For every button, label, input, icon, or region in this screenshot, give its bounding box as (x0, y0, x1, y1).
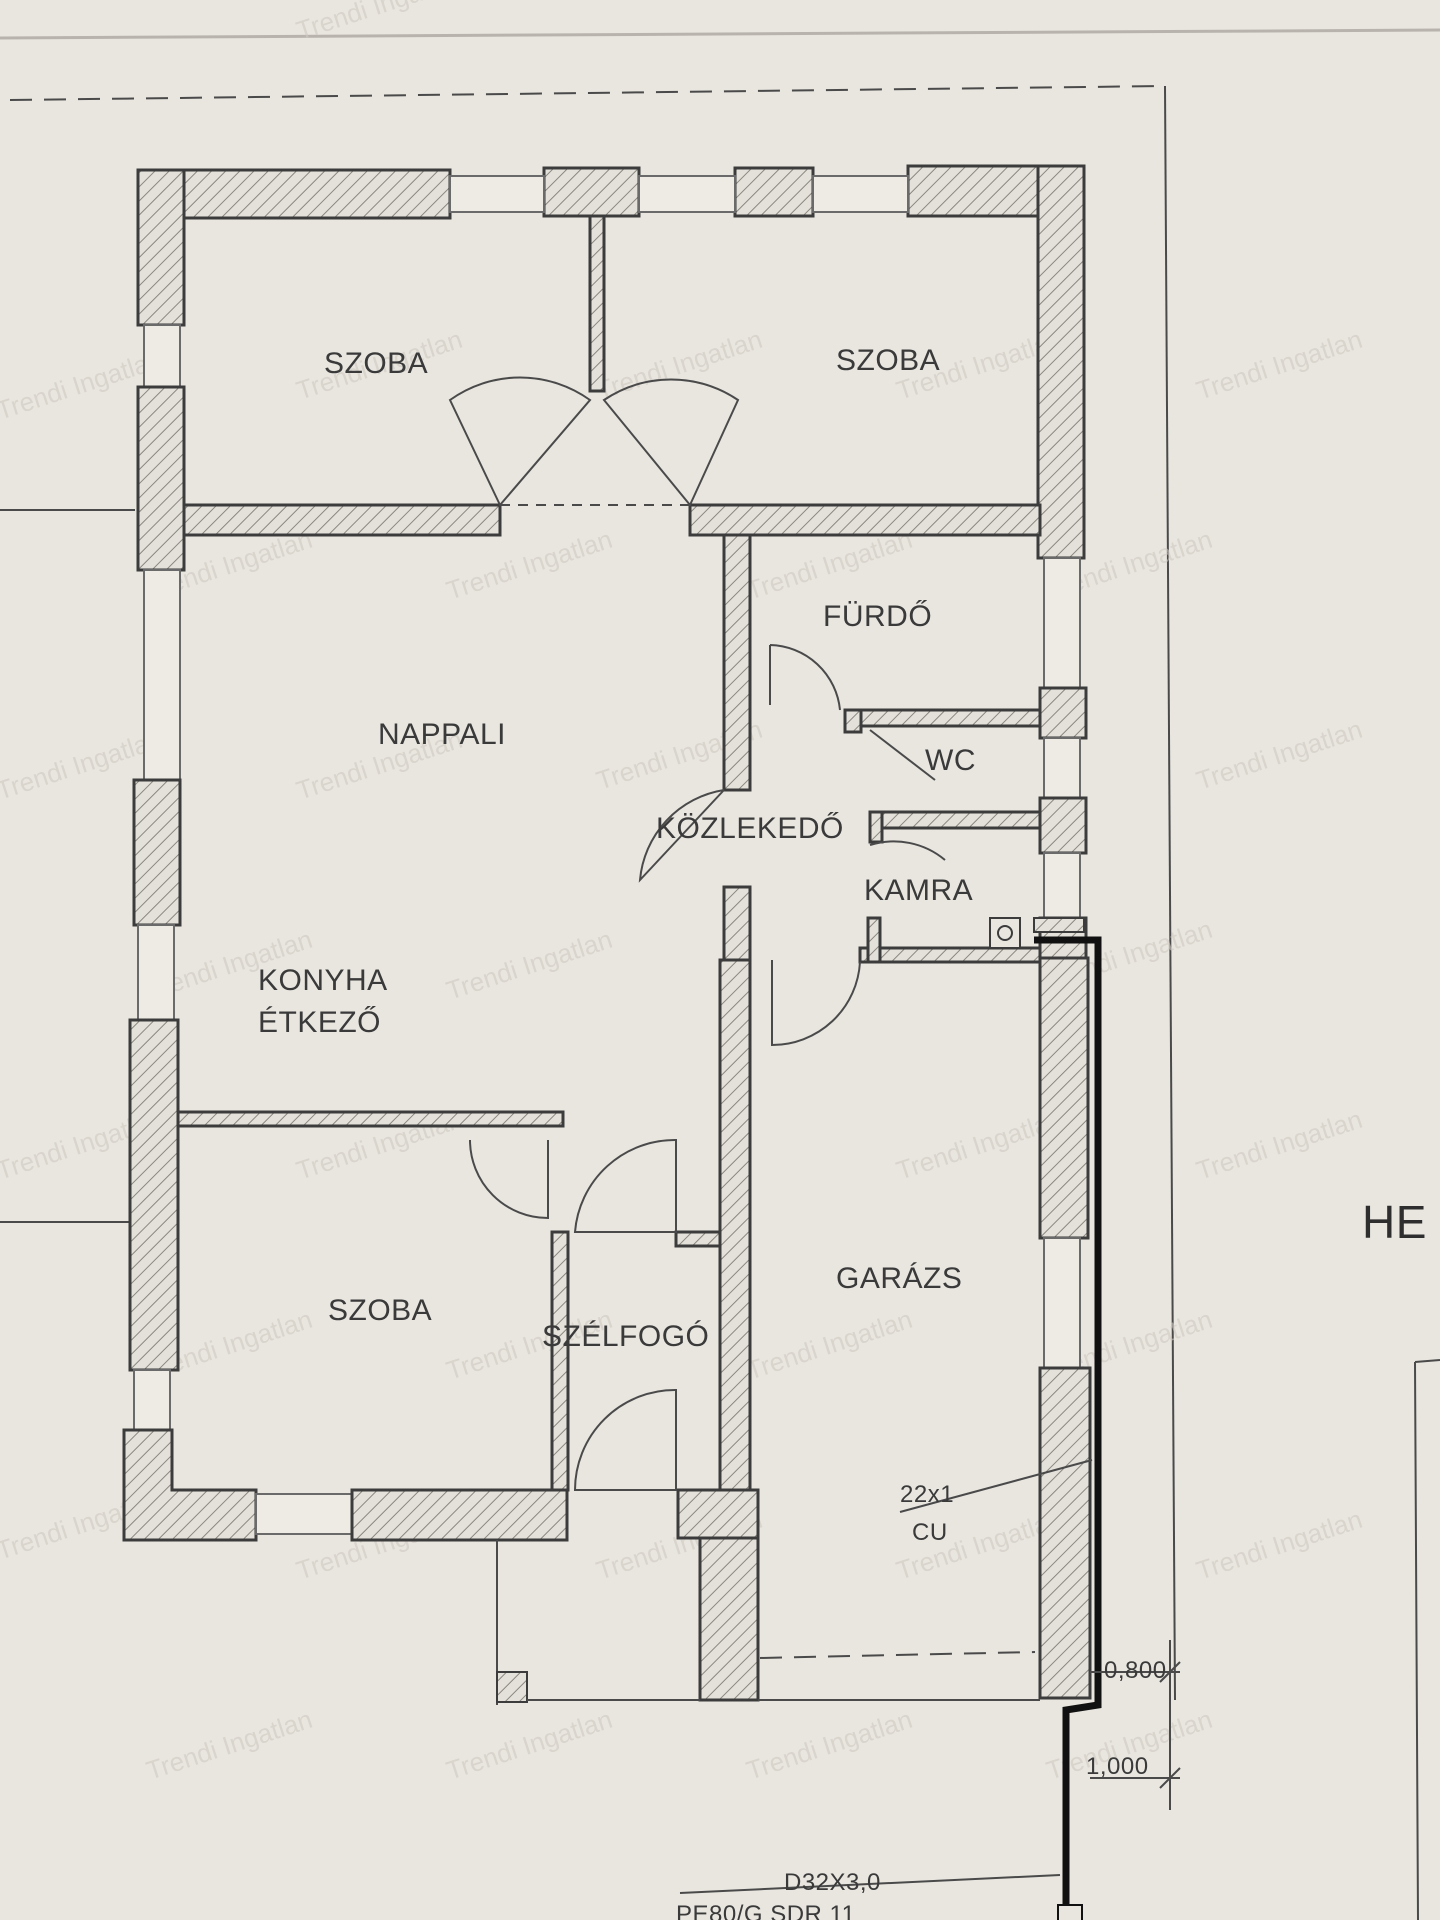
room-label-szoba-bottom: SZOBA (328, 1294, 432, 1327)
room-label-kozlekedo: KÖZLEKEDŐ (656, 812, 844, 845)
room-label-szoba-top-right: SZOBA (836, 344, 940, 377)
exterior-walls (122, 164, 1092, 1702)
dimension-label-2: 1,000 (1086, 1753, 1149, 1780)
room-label-etkezo: ÉTKEZŐ (258, 1006, 381, 1039)
room-labels: SZOBA SZOBA FÜRDŐ NAPPALI WC KÖZLEKEDŐ K… (258, 344, 976, 1353)
site-boundary (0, 85, 1440, 1920)
pipe-material-label: CU (912, 1519, 948, 1546)
pipe-size-label: 22x1 (900, 1481, 954, 1508)
interior-walls (176, 214, 1042, 1492)
room-label-kamra: KAMRA (864, 874, 973, 907)
room-label-konyha: KONYHA (258, 964, 388, 997)
main-pipe-spec-label: PE80/G SDR 11 (676, 1901, 855, 1920)
porch-details (496, 1540, 1036, 1705)
room-label-nappali: NAPPALI (378, 718, 506, 751)
dimension-label-1: 0,800 (1104, 1657, 1167, 1684)
room-label-szoba-top-left: SZOBA (324, 347, 428, 380)
room-label-szelfogo: SZÉLFOGÓ (542, 1320, 709, 1353)
gas-line (679, 917, 1181, 1920)
paper-top-edge (0, 28, 1440, 40)
room-label-furdo: FÜRDŐ (823, 600, 932, 633)
room-label-wc: WC (925, 744, 976, 777)
edge-text: HE (1362, 1196, 1427, 1248)
room-label-garazs: GARÁZS (836, 1262, 962, 1295)
annotations: 22x1 CU 0,800 1,000 D32X3,0 PE80/G SDR 1… (676, 1196, 1427, 1920)
doors (448, 376, 946, 1491)
main-pipe-label: D32X3,0 (784, 1869, 881, 1896)
